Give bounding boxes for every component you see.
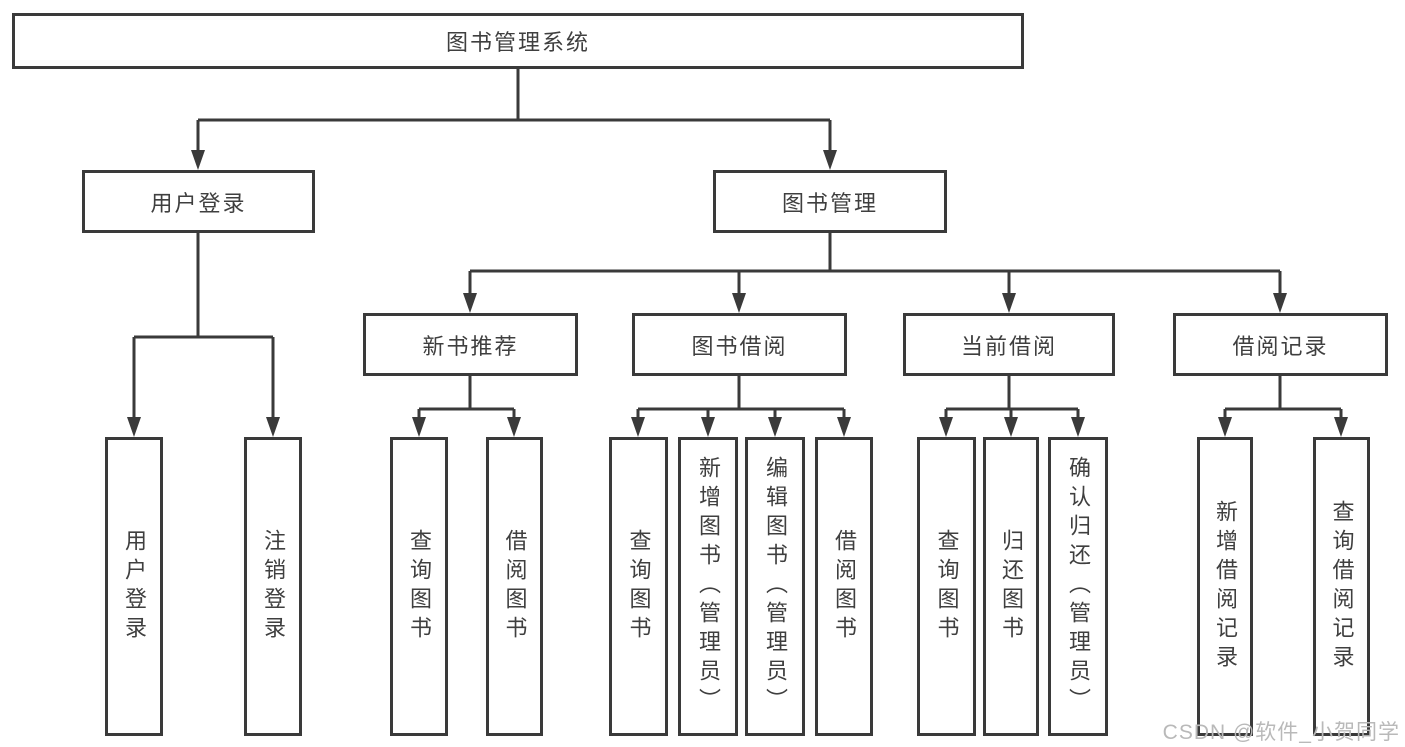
node-new-book-recommend: 新书推荐 bbox=[363, 313, 578, 376]
leaf-add-borrow-record: 新增借阅记录 bbox=[1197, 437, 1253, 736]
node-book-management: 图书管理 bbox=[713, 170, 947, 233]
leaf-logout: 注销登录 bbox=[244, 437, 302, 736]
node-borrow-records: 借阅记录 bbox=[1173, 313, 1388, 376]
leaf-confirm-return-admin: 确认归还（管理员） bbox=[1048, 437, 1108, 736]
leaf-borrow-books: 借阅图书 bbox=[815, 437, 873, 736]
leaf-add-books-admin: 新增图书（管理员） bbox=[678, 437, 738, 736]
node-book-borrow: 图书借阅 bbox=[632, 313, 847, 376]
node-root-system: 图书管理系统 bbox=[12, 13, 1024, 69]
csdn-watermark: CSDN @软件_小贺同学 bbox=[1162, 721, 1400, 744]
leaf-user-login: 用户登录 bbox=[105, 437, 163, 736]
node-user-login: 用户登录 bbox=[82, 170, 315, 233]
node-current-borrow: 当前借阅 bbox=[903, 313, 1115, 376]
arrowhead-icons bbox=[127, 150, 1348, 437]
leaf-query-books-current: 查询图书 bbox=[917, 437, 976, 736]
leaf-edit-books-admin: 编辑图书（管理员） bbox=[745, 437, 805, 736]
leaf-return-books: 归还图书 bbox=[983, 437, 1039, 736]
leaf-borrow-books-recommend: 借阅图书 bbox=[486, 437, 543, 736]
leaf-query-books-recommend: 查询图书 bbox=[390, 437, 448, 736]
leaf-query-borrow-record: 查询借阅记录 bbox=[1313, 437, 1370, 736]
leaf-query-books-borrow: 查询图书 bbox=[609, 437, 668, 736]
